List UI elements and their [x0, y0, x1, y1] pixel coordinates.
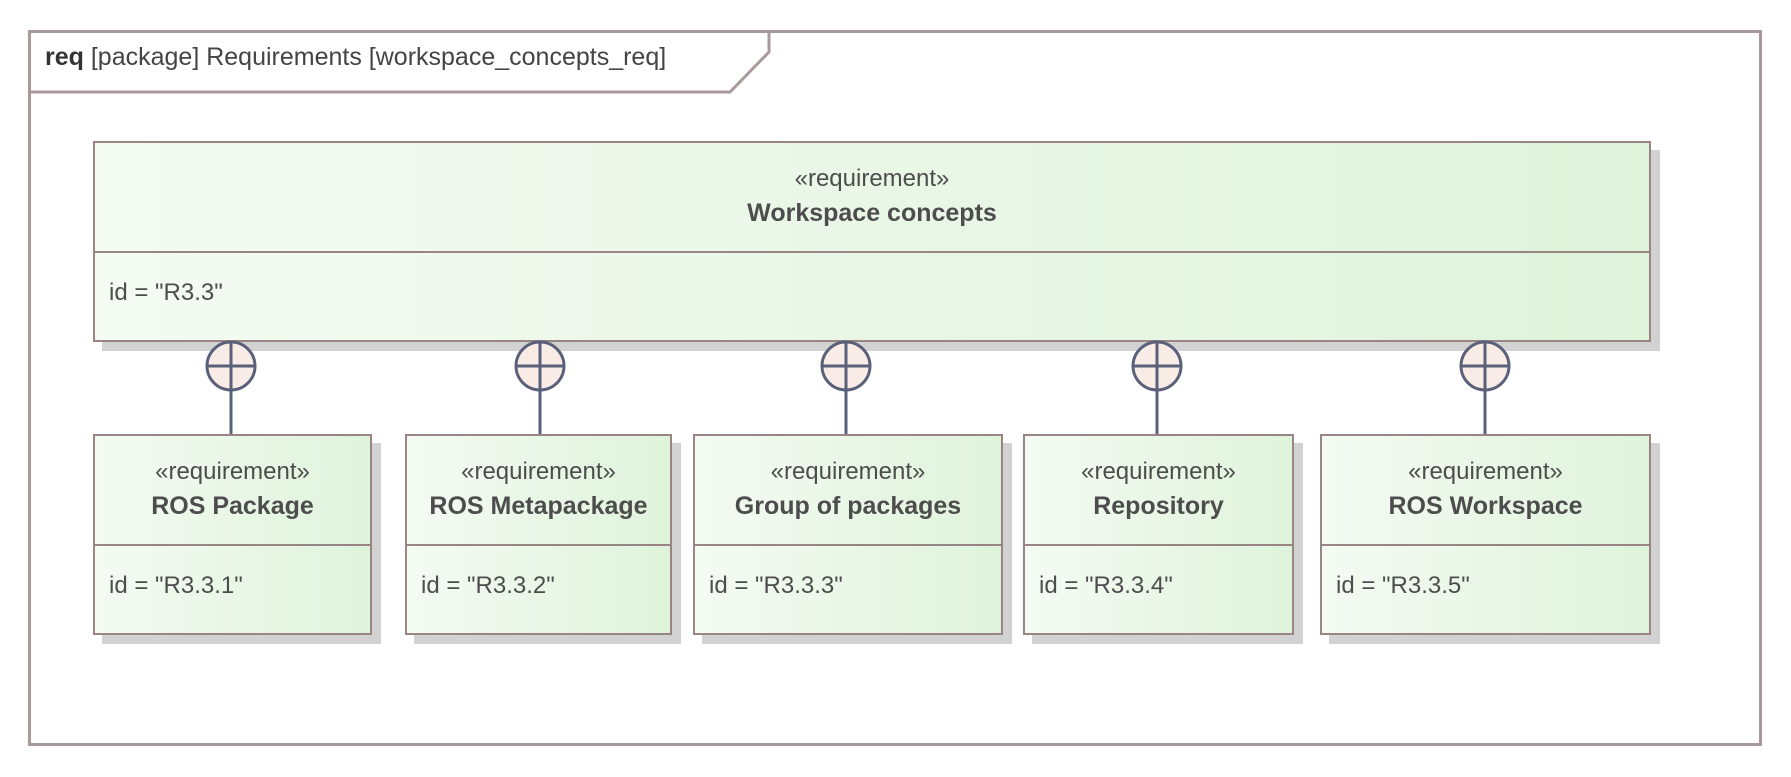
stereotype-label: «requirement»: [155, 458, 310, 485]
requirement-group-of-packages[interactable]: «requirement» Group of packages id = "R3…: [693, 434, 1003, 635]
requirement-name: Repository: [1093, 492, 1224, 520]
stereotype-label: «requirement»: [1408, 458, 1563, 485]
requirement-ros-metapackage[interactable]: «requirement» ROS Metapackage id = "R3.3…: [405, 434, 672, 635]
containment-connector-group-of-packages[interactable]: [820, 340, 872, 434]
requirement-id: id = "R3.3.3": [709, 572, 843, 599]
requirement-ros-workspace[interactable]: «requirement» ROS Workspace id = "R3.3.5…: [1320, 434, 1651, 635]
containment-connector-ros-package[interactable]: [205, 340, 257, 434]
requirement-id: id = "R3.3.4": [1039, 572, 1173, 599]
containment-connector-ros-workspace[interactable]: [1459, 340, 1511, 434]
requirement-header: «requirement» Workspace concepts: [95, 143, 1649, 253]
frame-kind: req: [45, 43, 84, 71]
stereotype-label: «requirement»: [461, 458, 616, 485]
stereotype-label: «requirement»: [770, 458, 926, 485]
requirement-id: id = "R3.3.5": [1336, 572, 1470, 599]
requirement-name: ROS Metapackage: [429, 492, 648, 520]
requirement-id: id = "R3.3.1": [109, 572, 243, 599]
requirement-header: «requirement» Group of packages: [695, 436, 1001, 546]
requirement-id: id = "R3.3.2": [421, 572, 555, 599]
stereotype-label: «requirement»: [1081, 458, 1236, 485]
requirement-name: ROS Workspace: [1388, 492, 1583, 520]
requirement-name: Workspace concepts: [747, 199, 997, 227]
requirement-name: Group of packages: [734, 492, 962, 520]
requirement-header: «requirement» ROS Workspace: [1322, 436, 1649, 546]
requirement-id: id = "R3.3": [109, 279, 223, 306]
containment-connector-ros-metapackage[interactable]: [514, 340, 566, 434]
requirement-header: «requirement» ROS Package: [95, 436, 370, 546]
containment-connector-repository[interactable]: [1131, 340, 1183, 434]
requirement-workspace-concepts[interactable]: «requirement» Workspace concepts id = "R…: [93, 141, 1651, 342]
requirement-name: ROS Package: [151, 492, 314, 520]
requirement-header: «requirement» ROS Metapackage: [407, 436, 670, 546]
stereotype-label: «requirement»: [794, 165, 950, 192]
frame-header-tab: [28, 30, 771, 94]
requirement-header: «requirement» Repository: [1025, 436, 1292, 546]
requirement-ros-package[interactable]: «requirement» ROS Package id = "R3.3.1": [93, 434, 372, 635]
frame-name: [package] Requirements [workspace_concep…: [90, 43, 667, 71]
frame-title: req [package] Requirements [workspace_co…: [45, 43, 666, 72]
requirement-repository[interactable]: «requirement» Repository id = "R3.3.4": [1023, 434, 1294, 635]
